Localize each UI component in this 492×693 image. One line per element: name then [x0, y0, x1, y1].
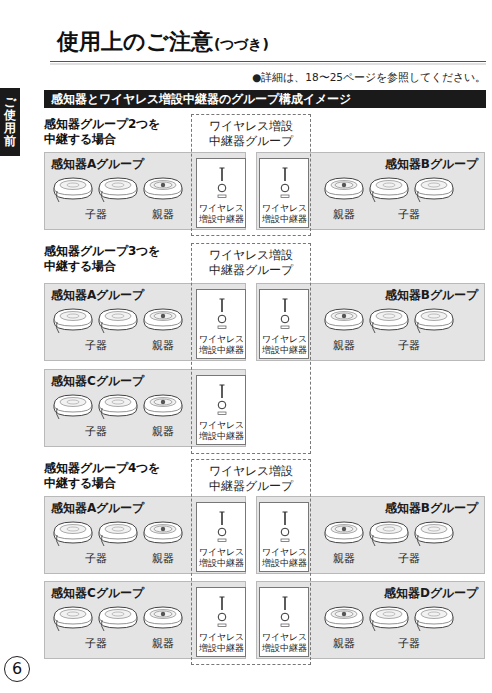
node-text: ワイヤレス 増設中継器 [260, 547, 309, 568]
wireless-relay: ワイヤレス 増設中継器 [196, 587, 246, 657]
wireless-relay: ワイヤレス 増設中継器 [259, 289, 309, 359]
wireless-relay: ワイヤレス 増設中継器 [259, 158, 309, 228]
relay-group-frame: ワイヤレス増設 中継器グループ [191, 459, 311, 665]
wireless-relay: ワイヤレス 増設中継器 [259, 587, 309, 657]
side-tab: ご使用前 [0, 88, 20, 156]
wireless-relay: ワイヤレス 増設中継器 [196, 502, 246, 572]
node-text: 感知器とワイヤレス増設中継器のグループ構成イメージ [51, 93, 351, 105]
node-text: ワイヤレス 増設中継器 [260, 334, 309, 355]
node-text: 感知器Bグループ [385, 289, 478, 302]
node-text: 感知器Cグループ [51, 375, 144, 388]
detector-group-panel: 子器 親器 感知器Aグループワイヤレス 増設中継器 [44, 283, 246, 361]
detector-group-panel: 子器 親器 感知器Cグループワイヤレス 増設中継器 [44, 581, 246, 659]
device-role-label: 子器 [76, 339, 116, 352]
device-role-label: 親器 [143, 425, 183, 438]
device-role-label: 子器 [76, 552, 116, 565]
node-text: ワイヤレス 増設中継器 [197, 420, 246, 441]
device-role-label: 子器 [76, 208, 116, 221]
detector-group-panel: 親器 子器 感知器Bグループワイヤレス 増設中継器 [256, 496, 485, 574]
wireless-relay: ワイヤレス 増設中継器 [196, 375, 246, 445]
device-role-label: 親器 [143, 637, 183, 650]
wireless-relay: ワイヤレス 増設中継器 [196, 289, 246, 359]
page-number: 6 [4, 656, 30, 682]
node-text: 感知器Cグループ [51, 587, 144, 600]
detector-group-panel: 親器 子器 感知器Bグループワイヤレス 増設中継器 [256, 283, 485, 361]
device-role-label: 子器 [76, 425, 116, 438]
detector-group-panel: 親器 子器 感知器Dグループワイヤレス 増設中継器 [256, 581, 485, 659]
node-text: ワイヤレス 増設中継器 [197, 547, 246, 568]
device-role-label: 子器 [389, 637, 429, 650]
device-role-label: 親器 [324, 208, 364, 221]
device-role-label: 子器 [76, 637, 116, 650]
node-text: 感知器Bグループ [385, 502, 478, 515]
device-role-label: 親器 [324, 339, 364, 352]
node-text: ワイヤレス 増設中継器 [197, 203, 246, 224]
detector-group-panel: 子器 親器 感知器Aグループワイヤレス 増設中継器 [44, 152, 246, 230]
device-role-label: 子器 [389, 339, 429, 352]
relay-group-frame: ワイヤレス増設 中継器グループ [191, 114, 311, 236]
page-title: 使用上のご注意 [57, 27, 213, 57]
device-role-label: 親器 [143, 208, 183, 221]
device-role-label: 子器 [389, 208, 429, 221]
node-text: 感知器Aグループ [51, 289, 144, 302]
node-text: ワイヤレス 増設中継器 [197, 334, 246, 355]
node-text: ワイヤレス増設 中継器グループ [208, 119, 293, 149]
case-heading: 感知器グループ2つを 中継する場合 [44, 117, 168, 147]
title-suffix: (つづき) [214, 36, 269, 54]
section-band: 感知器とワイヤレス増設中継器のグループ構成イメージ [44, 90, 486, 108]
node-text: ワイヤレス増設 中継器グループ [208, 248, 293, 278]
node-text: 感知器Dグループ [384, 587, 478, 600]
reference-note: ●詳細は、18〜25ページを参照してください。 [252, 71, 486, 84]
node-text: ワイヤレス 増設中継器 [260, 632, 309, 653]
node-text: ご使用前 [4, 96, 16, 149]
node-text: ワイヤレス増設 中継器グループ [208, 464, 293, 494]
case-heading: 感知器グループ3つを 中継する場合 [44, 244, 168, 274]
node-text: 感知器Aグループ [51, 502, 144, 515]
detector-group-panel: 子器 親器 感知器Cグループワイヤレス 増設中継器 [44, 369, 246, 447]
device-role-label: 親器 [324, 552, 364, 565]
device-role-label: 親器 [143, 552, 183, 565]
node-text: ワイヤレス 増設中継器 [260, 203, 309, 224]
device-role-label: 親器 [324, 637, 364, 650]
wireless-relay: ワイヤレス 増設中継器 [196, 158, 246, 228]
detector-group-panel: 親器 子器 感知器Bグループワイヤレス 増設中継器 [256, 152, 485, 230]
node-text: 感知器Bグループ [385, 158, 478, 171]
node-text: 6 [12, 661, 22, 677]
node-text: 感知器Aグループ [51, 158, 144, 171]
relay-group-frame: ワイヤレス増設 中継器グループ [191, 243, 311, 454]
device-role-label: 子器 [389, 552, 429, 565]
device-role-label: 親器 [143, 339, 183, 352]
case-heading: 感知器グループ4つを 中継する場合 [44, 461, 168, 491]
wireless-relay: ワイヤレス 増設中継器 [259, 502, 309, 572]
node-text: ワイヤレス 増設中継器 [197, 632, 246, 653]
detector-group-panel: 子器 親器 感知器Aグループワイヤレス 増設中継器 [44, 496, 246, 574]
